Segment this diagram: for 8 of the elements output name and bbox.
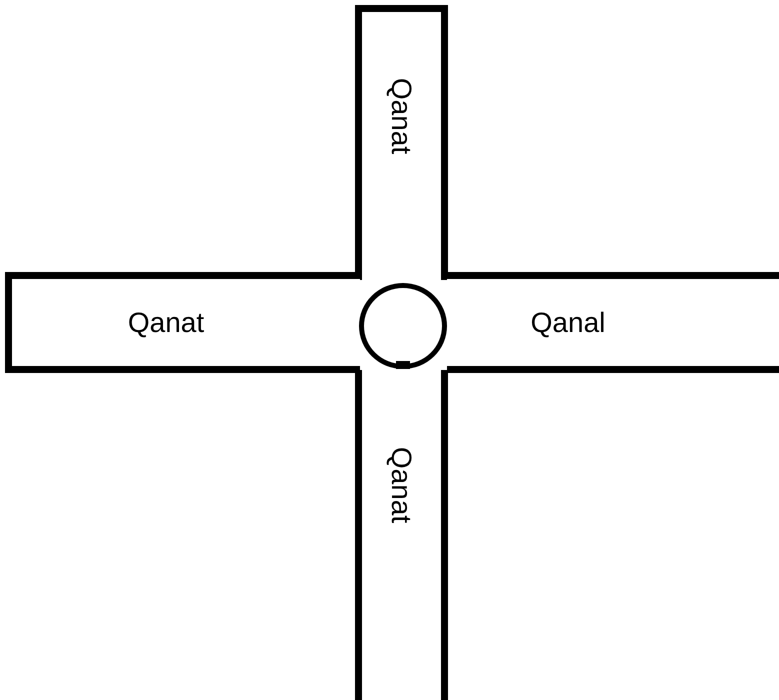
channel-band — [5, 272, 360, 373]
channel-label: Qanal — [530, 306, 606, 338]
channel-label: Qanat — [386, 446, 418, 524]
channel-label: Qanat — [386, 78, 418, 154]
channel-band — [355, 370, 448, 700]
channel-label: Qanat — [128, 306, 204, 338]
channel-band — [355, 5, 448, 280]
channel-band — [447, 272, 779, 373]
